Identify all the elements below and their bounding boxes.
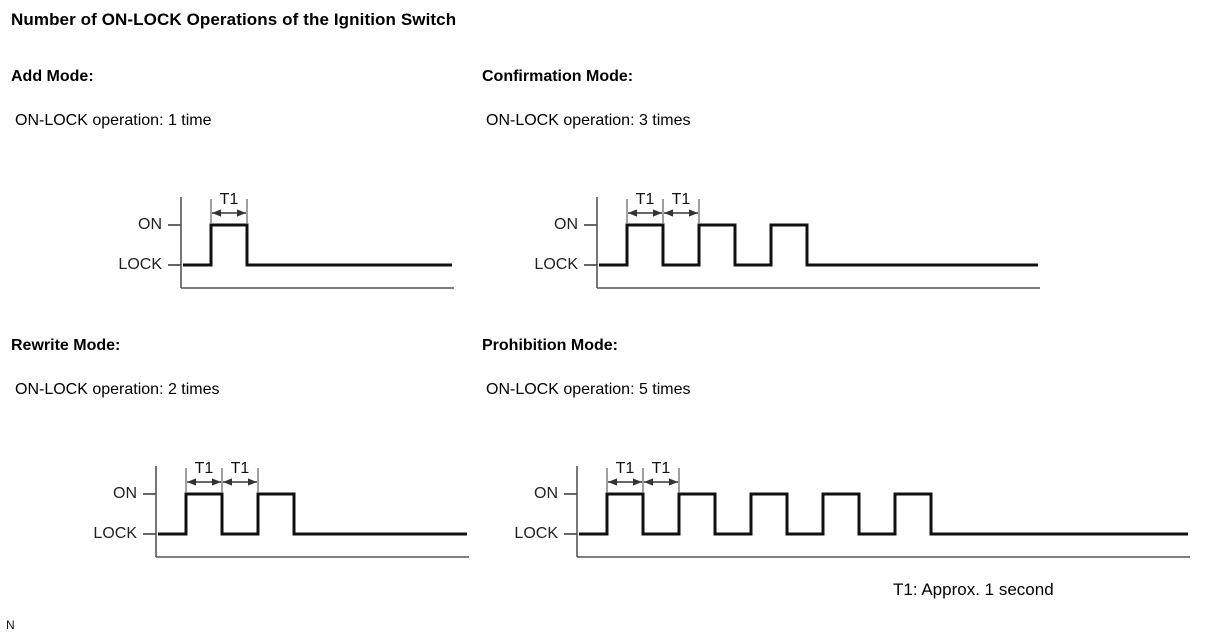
t1-label: T1	[231, 460, 250, 477]
waveform-trace	[183, 223, 452, 267]
corner-page-mark: N	[6, 618, 15, 632]
waveform-rewrite-mode: ON LOCK T1 T1	[93, 460, 469, 558]
waveform-add-mode: ON LOCK T1	[118, 191, 454, 289]
panel-confirmation-mode: Confirmation Mode: ON-LOCK operation: 3 t…	[482, 68, 1040, 289]
panel-title-add-mode: Add Mode:	[11, 68, 94, 85]
axis-label-lock: LOCK	[534, 256, 578, 273]
panel-subtitle-confirmation-mode: ON-LOCK operation: 3 times	[486, 112, 691, 129]
axis-label-on: ON	[113, 485, 137, 502]
t1-label: T1	[195, 460, 214, 477]
t1-dimension-1: T1	[212, 191, 246, 217]
page-title: Number of ON-LOCK Operations of the Igni…	[11, 10, 457, 29]
t1-dimension-1: T1	[628, 191, 662, 217]
waveform-container-rewrite-mode: ON LOCK T1 T1	[71, 442, 471, 572]
axis-label-on: ON	[534, 485, 558, 502]
panel-title-rewrite-mode: Rewrite Mode:	[11, 337, 121, 354]
panel-subtitle-prohibition-mode: ON-LOCK operation: 5 times	[486, 381, 691, 398]
panel-title-confirmation-mode: Confirmation Mode:	[482, 68, 634, 85]
axis-label-on: ON	[138, 216, 162, 233]
panel-subtitle-add-mode: ON-LOCK operation: 1 time	[15, 112, 212, 129]
waveform-confirmation-mode: ON LOCK T1 T1	[534, 191, 1040, 289]
panel-prohibition-mode: Prohibition Mode: ON-LOCK operation: 5 ti…	[482, 337, 1190, 558]
panel-subtitle-rewrite-mode: ON-LOCK operation: 2 times	[15, 381, 220, 398]
t1-label: T1	[652, 460, 671, 477]
t1-definition-note: T1: Approx. 1 second	[893, 580, 1054, 599]
t1-dimension-2: T1	[664, 191, 698, 217]
t1-label: T1	[616, 460, 635, 477]
axis-label-lock: LOCK	[118, 256, 162, 273]
t1-label: T1	[220, 191, 239, 208]
t1-dimension-1: T1	[187, 460, 221, 486]
waveform-container-confirmation-mode: ON LOCK T1 T1	[512, 173, 1042, 303]
t1-dimension-2: T1	[223, 460, 257, 486]
t1-label: T1	[636, 191, 655, 208]
t1-dimension-2: T1	[644, 460, 678, 486]
axis-label-lock: LOCK	[93, 525, 137, 542]
waveform-container-add-mode: ON LOCK T1	[96, 173, 456, 303]
t1-label: T1	[672, 191, 691, 208]
axis-label-lock: LOCK	[514, 525, 558, 542]
panel-title-prohibition-mode: Prohibition Mode:	[482, 337, 618, 354]
waveform-trace	[579, 492, 1188, 536]
t1-dimension-1: T1	[608, 460, 642, 486]
waveform-trace	[158, 492, 467, 536]
waveform-trace	[599, 223, 1038, 267]
axis-label-on: ON	[554, 216, 578, 233]
waveform-container-prohibition-mode: ON LOCK T1 T1	[492, 442, 1192, 572]
waveform-prohibition-mode: ON LOCK T1 T1	[514, 460, 1190, 558]
